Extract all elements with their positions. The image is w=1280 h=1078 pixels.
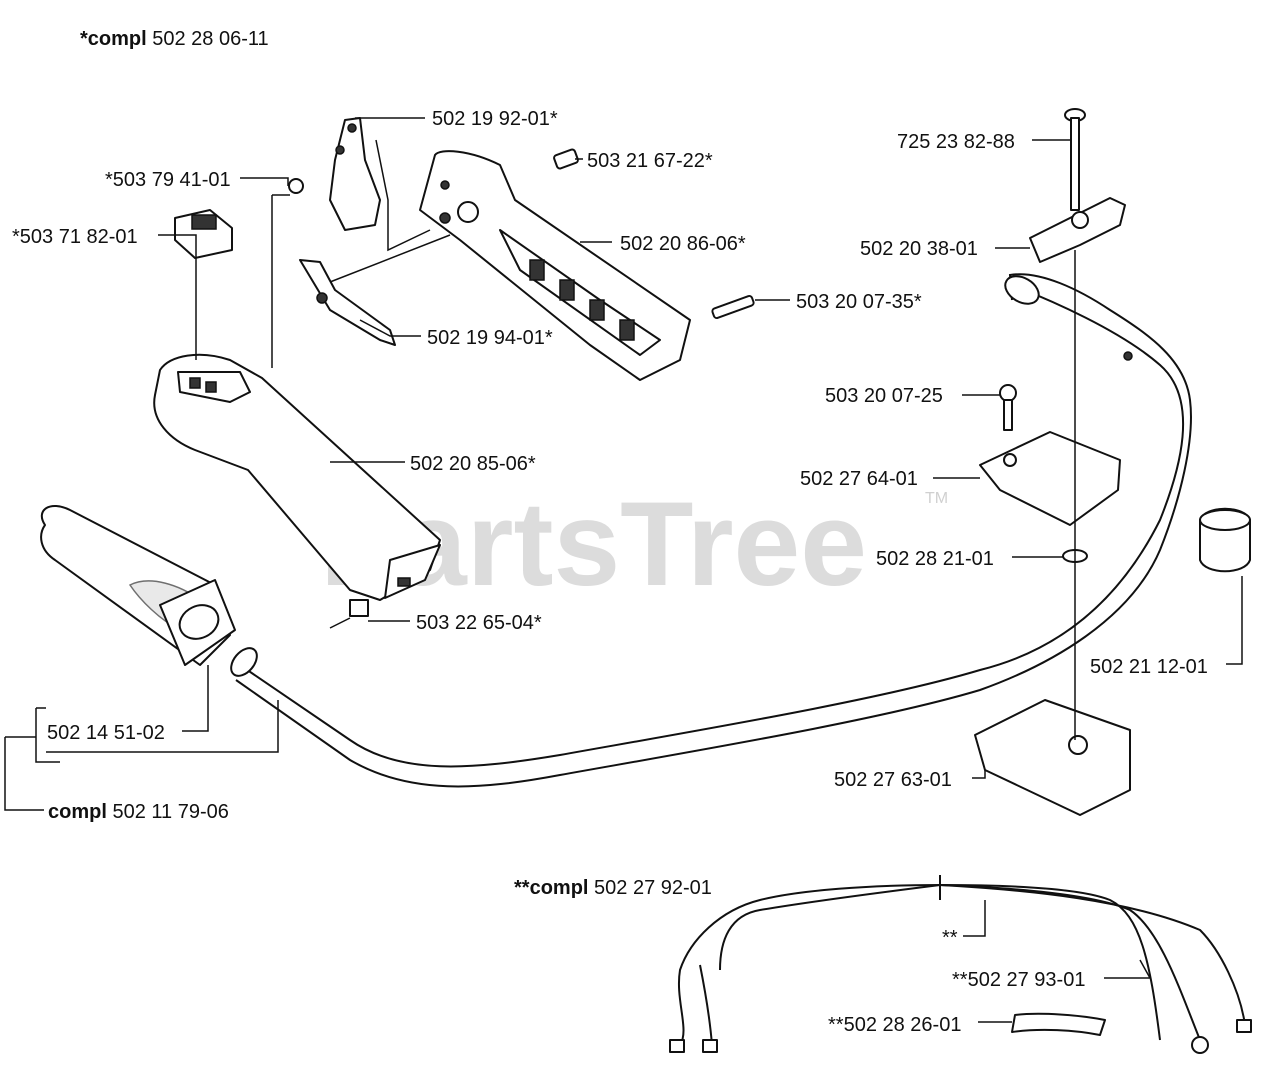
label-503-79-41-01: *503 79 41-01: [105, 169, 231, 191]
label-503-21-67-22: 503 21 67-22*: [587, 150, 713, 172]
nut-503-79-41-01: [288, 178, 304, 194]
leader-lines: [4, 117, 1243, 1023]
wire-tube-502-28-26-01: [1011, 1012, 1106, 1036]
handlebar-tube: [230, 273, 1192, 788]
screw-503-20-07-35: [711, 294, 755, 320]
label-502-21-12-01: 502 21 12-01: [1090, 656, 1208, 678]
connector-502-21-12-01: [1199, 507, 1251, 573]
knob-502-20-38-01: [1029, 197, 1126, 263]
label-502-27-64-01: 502 27 64-01: [800, 468, 918, 490]
watermark-trademark: TM: [925, 490, 948, 507]
label-502-20-38-01: 502 20 38-01: [860, 238, 978, 260]
label-725-23-82-88: 725 23 82-88: [897, 131, 1015, 153]
clamp-upper-502-27-64-01: [979, 431, 1121, 526]
trigger-502-19-92-01: [329, 117, 381, 231]
stop-switch: [174, 209, 233, 259]
clamp-lower-502-27-63-01: [974, 699, 1131, 816]
label-double-star: **: [942, 927, 958, 949]
label-502-20-86-06: 502 20 86-06*: [620, 233, 746, 255]
screw-503-20-07-25: [999, 384, 1017, 431]
nut-503-22-65-04: [349, 599, 369, 617]
part-labels: *compl 502 28 06-11 502 19 92-01* *503 7…: [12, 28, 1208, 1036]
wire-harness: [669, 875, 1252, 1054]
screw-503-21-67-22: [553, 148, 579, 170]
label-502-20-85-06: 502 20 85-06*: [410, 453, 536, 475]
label-502-27-93-01: **502 27 93-01: [952, 969, 1085, 991]
bolt-725-23-82-88: [1064, 108, 1086, 211]
label-503-20-07-35: 503 20 07-35*: [796, 291, 922, 313]
label-compl-wire: **compl 502 27 92-01: [514, 877, 712, 899]
label-502-28-26-01: **502 28 26-01: [828, 1014, 961, 1036]
label-compl-handle: compl 502 11 79-06: [48, 801, 229, 823]
label-compl-top: *compl 502 28 06-11: [80, 28, 269, 50]
label-503-20-07-25: 503 20 07-25: [825, 385, 943, 407]
throttle-housing: [153, 353, 441, 601]
label-502-27-63-01: 502 27 63-01: [834, 769, 952, 791]
label-503-71-82-01: *503 71 82-01: [12, 226, 138, 248]
label-502-19-92-01: 502 19 92-01*: [432, 108, 558, 130]
label-502-19-94-01: 502 19 94-01*: [427, 327, 553, 349]
handle-grip: [40, 505, 236, 666]
label-503-22-65-04: 503 22 65-04*: [416, 612, 542, 634]
lever-502-19-94-01: [299, 259, 396, 346]
upper-housing: [419, 150, 691, 381]
label-502-28-21-01: 502 28 21-01: [876, 548, 994, 570]
label-502-14-51-02: 502 14 51-02: [47, 722, 165, 744]
